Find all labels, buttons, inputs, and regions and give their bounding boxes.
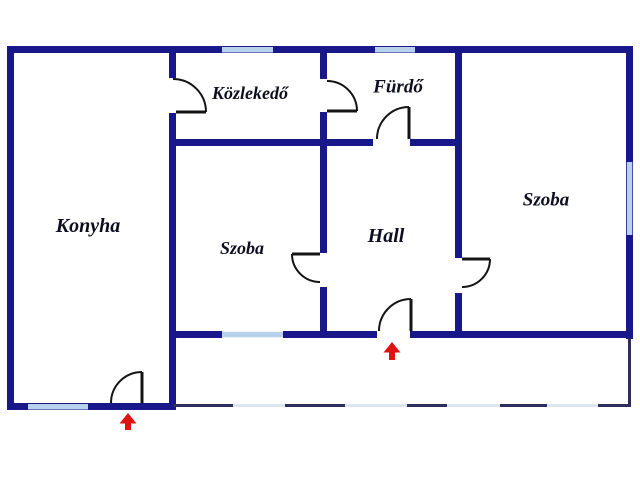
door-szoba-middle-hall xyxy=(291,252,321,283)
door-furdo-hall xyxy=(376,106,411,140)
window-right-szoba xyxy=(626,162,633,235)
windows xyxy=(28,47,633,410)
window-szoba-middle-bottom xyxy=(222,331,283,338)
door-entrance-konyha xyxy=(110,371,144,404)
wall-main-bottom-c xyxy=(410,331,633,338)
wall-rightmid-vertical-a xyxy=(455,53,462,258)
window-top-furdo xyxy=(375,47,415,53)
door-hall-szoba-right xyxy=(461,257,491,288)
door-entrance-hall xyxy=(378,298,413,332)
wall-kitchen-bottom xyxy=(7,403,176,410)
door-kozlekedo-furdo xyxy=(326,80,358,113)
porch-outline xyxy=(173,338,631,407)
wall-main-bottom-b xyxy=(283,331,377,338)
wall-kitchen-right-lower xyxy=(169,113,176,408)
doors xyxy=(110,78,491,404)
window-kitchen-bottom xyxy=(28,404,88,410)
door-konyha-kozlekedo xyxy=(172,78,207,114)
red-up-arrow-icon xyxy=(383,342,401,360)
entrance-arrows xyxy=(119,342,401,430)
wall-mid-vertical-a xyxy=(320,53,327,79)
room-label-szoba-middle: Szoba xyxy=(219,238,265,258)
room-label-hall: Hall xyxy=(367,225,405,247)
wall-top xyxy=(7,46,633,53)
wall-corridor-bottom-b xyxy=(410,139,462,146)
wall-main-bottom-a xyxy=(169,331,222,338)
porch-right-line xyxy=(628,338,631,407)
room-label-szoba-right: Szoba xyxy=(522,189,570,211)
wall-left xyxy=(7,46,14,410)
room-label-furdo: Fürdő xyxy=(373,76,423,98)
red-up-arrow-icon xyxy=(119,413,137,430)
room-label-konyha: Konyha xyxy=(55,215,121,237)
window-top-kozlekedo xyxy=(222,47,273,53)
wall-rightmid-vertical-b xyxy=(455,293,462,338)
wall-kitchen-right-upper xyxy=(169,53,176,78)
wall-corridor-bottom-a xyxy=(169,139,373,146)
porch-bottom-line xyxy=(173,404,631,407)
wall-mid-vertical-b xyxy=(320,112,327,253)
wall-mid-vertical-c xyxy=(320,287,327,338)
room-label-kozlekedo: Közlekedő xyxy=(212,83,288,103)
